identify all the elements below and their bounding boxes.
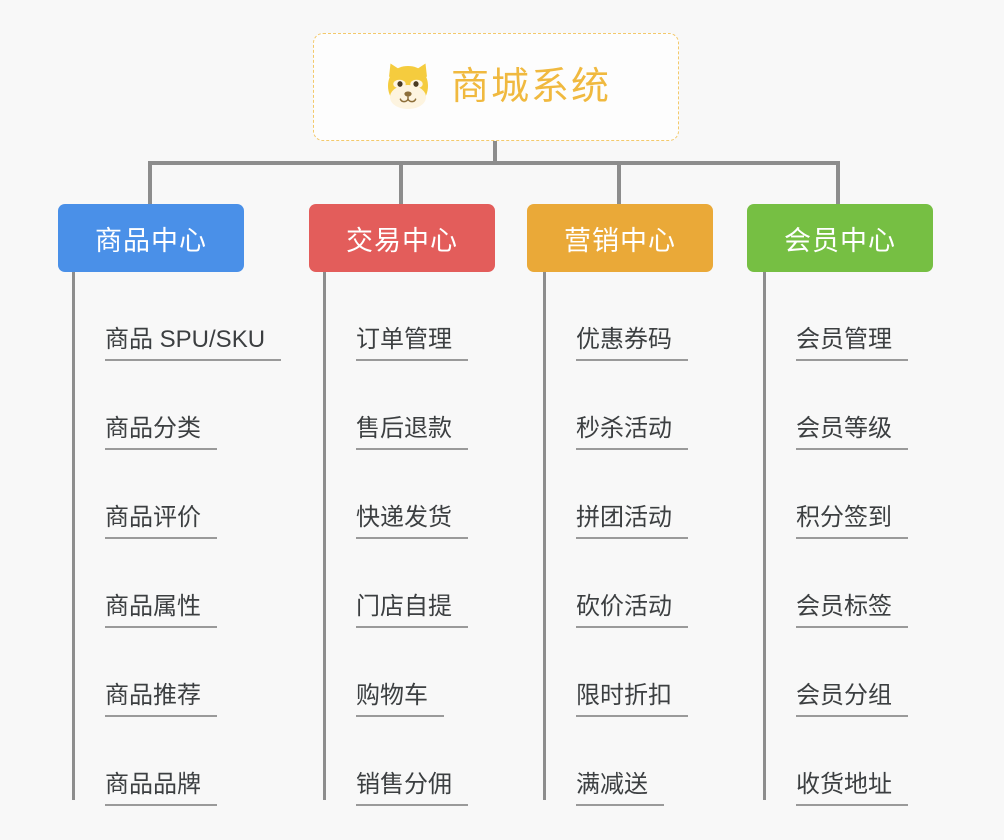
- leaf-item[interactable]: 优惠券码: [543, 272, 688, 361]
- leaf-item[interactable]: 会员标签: [763, 539, 908, 628]
- leaf-column-0: 商品 SPU/SKU 商品分类商品评价商品属性商品推荐商品品牌: [72, 272, 282, 806]
- connector-drop-2: [399, 161, 403, 204]
- leaf-item-label: 购物车: [356, 682, 444, 717]
- leaf-item[interactable]: 销售分佣: [323, 717, 468, 806]
- category-header-label: 交易中心: [346, 225, 458, 256]
- leaf-item[interactable]: 商品品牌: [72, 717, 281, 806]
- leaf-item[interactable]: 商品评价: [72, 450, 281, 539]
- leaf-item-label: 收货地址: [796, 771, 908, 806]
- leaf-column-spine: [543, 272, 546, 800]
- shiba-dog-icon: [381, 60, 435, 114]
- leaf-item-label: 积分签到: [796, 504, 908, 539]
- leaf-item[interactable]: 砍价活动: [543, 539, 688, 628]
- connector-drop-3: [617, 161, 621, 204]
- leaf-item[interactable]: 会员分组: [763, 628, 908, 717]
- leaf-item-label: 会员管理: [796, 326, 908, 361]
- category-header-2[interactable]: 营销中心: [527, 204, 713, 272]
- leaf-item[interactable]: 商品 SPU/SKU: [72, 272, 282, 361]
- leaf-column-1: 订单管理售后退款快递发货门店自提购物车销售分佣: [323, 272, 468, 806]
- leaf-item-label: 销售分佣: [356, 771, 468, 806]
- category-header-label: 营销中心: [564, 225, 676, 256]
- leaf-item-label: 门店自提: [356, 593, 468, 628]
- category-header-0[interactable]: 商品中心: [58, 204, 244, 272]
- leaf-item-label: 秒杀活动: [576, 415, 688, 450]
- leaf-column-3: 会员管理会员等级积分签到会员标签会员分组收货地址: [763, 272, 908, 806]
- leaf-item-label: 会员分组: [796, 682, 908, 717]
- category-header-label: 商品中心: [95, 225, 207, 256]
- leaf-item[interactable]: 限时折扣: [543, 628, 688, 717]
- leaf-item[interactable]: 商品分类: [72, 361, 281, 450]
- leaf-item-label: 限时折扣: [576, 682, 688, 717]
- leaf-column-spine: [72, 272, 75, 800]
- leaf-item[interactable]: 购物车: [323, 628, 468, 717]
- leaf-item[interactable]: 积分签到: [763, 450, 908, 539]
- category-header-label: 会员中心: [784, 225, 896, 256]
- leaf-item-label: 商品 SPU/SKU: [105, 326, 282, 361]
- leaf-item-label: 满减送: [576, 771, 664, 806]
- root-title: 商城系统: [450, 66, 611, 108]
- leaf-column-spine: [323, 272, 326, 800]
- leaf-item-label: 商品推荐: [105, 682, 217, 717]
- leaf-item[interactable]: 快递发货: [323, 450, 468, 539]
- leaf-item-label: 快递发货: [356, 504, 468, 539]
- leaf-item-label: 商品品牌: [105, 771, 217, 806]
- leaf-item[interactable]: 收货地址: [763, 717, 908, 806]
- leaf-item-label: 会员标签: [796, 593, 908, 628]
- category-header-3[interactable]: 会员中心: [747, 204, 933, 272]
- leaf-item-label: 订单管理: [356, 326, 468, 361]
- leaf-item[interactable]: 门店自提: [323, 539, 468, 628]
- leaf-item-label: 售后退款: [356, 415, 468, 450]
- leaf-item[interactable]: 会员等级: [763, 361, 908, 450]
- leaf-column-2: 优惠券码秒杀活动拼团活动砍价活动限时折扣满减送: [543, 272, 688, 806]
- root-node[interactable]: 商城系统: [313, 33, 679, 141]
- leaf-item-label: 商品属性: [105, 593, 217, 628]
- leaf-item[interactable]: 订单管理: [323, 272, 468, 361]
- leaf-item-label: 会员等级: [796, 415, 908, 450]
- leaf-item[interactable]: 售后退款: [323, 361, 468, 450]
- leaf-item-label: 商品分类: [105, 415, 217, 450]
- connector-drop-1: [148, 161, 152, 204]
- leaf-item[interactable]: 拼团活动: [543, 450, 688, 539]
- connector-root-stem: [493, 141, 497, 165]
- leaf-item[interactable]: 商品属性: [72, 539, 281, 628]
- leaf-item-label: 拼团活动: [576, 504, 688, 539]
- leaf-item[interactable]: 商品推荐: [72, 628, 281, 717]
- leaf-item-label: 优惠券码: [576, 326, 688, 361]
- leaf-item[interactable]: 秒杀活动: [543, 361, 688, 450]
- category-header-1[interactable]: 交易中心: [309, 204, 495, 272]
- connector-horizontal-bar: [148, 161, 840, 165]
- leaf-item-label: 砍价活动: [576, 593, 688, 628]
- leaf-item[interactable]: 会员管理: [763, 272, 908, 361]
- leaf-item-label: 商品评价: [105, 504, 217, 539]
- leaf-item[interactable]: 满减送: [543, 717, 688, 806]
- connector-drop-4: [836, 161, 840, 204]
- leaf-column-spine: [763, 272, 766, 800]
